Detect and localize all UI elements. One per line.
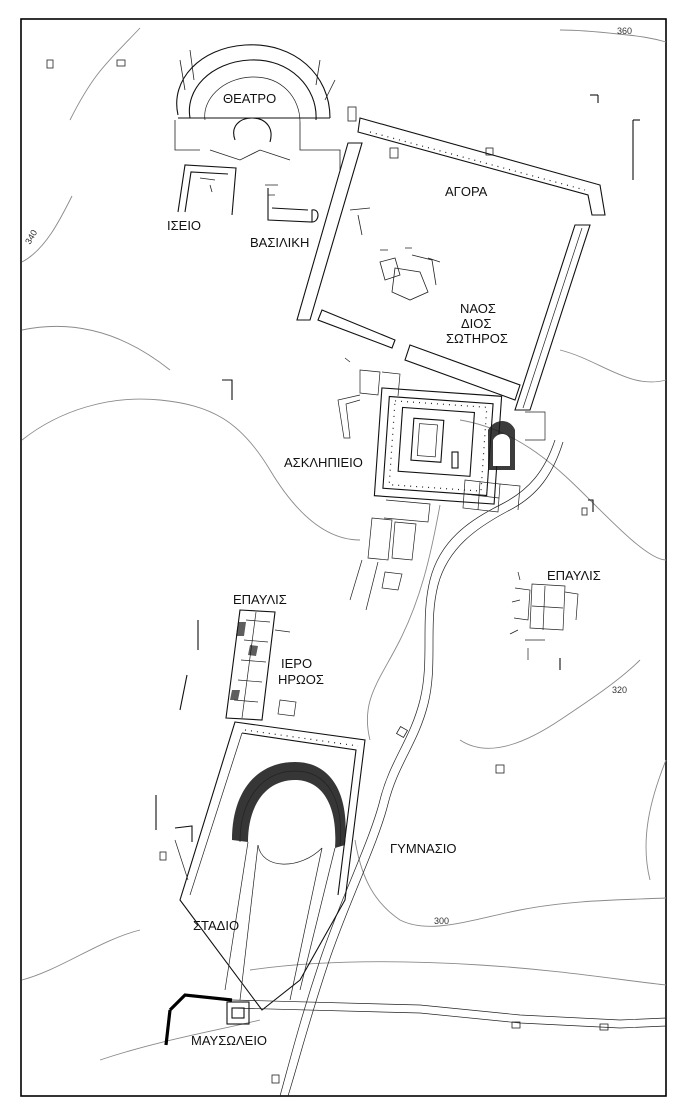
label-stadium: ΣΤΑΔΙΟ	[193, 918, 239, 933]
theatre-structure	[174, 44, 341, 170]
scattered-remains-west	[155, 357, 561, 881]
scattered-remains-north	[46, 59, 640, 180]
label-temple-line3: ΣΩΤΗΡΟΣ	[446, 331, 508, 346]
villa-west-structure	[225, 609, 297, 721]
walls-south	[164, 993, 667, 1084]
contour-label-360: 360	[617, 26, 632, 36]
asklepieion-complex	[337, 369, 594, 523]
label-villa-west: ΕΠΑΥΛΙΣ	[233, 592, 287, 607]
iseion-structure	[177, 164, 237, 216]
label-heroon-line2: ΗΡΩΟΣ	[278, 672, 324, 687]
contour-label-340: 340	[23, 228, 39, 246]
label-temple-line2: ΔΙΟΣ	[461, 316, 491, 331]
label-theatre: ΘΕΑΤΡΟ	[223, 91, 276, 106]
label-iseion: ΙΣΕΙΟ	[167, 218, 201, 233]
label-heroon-line1: ΙΕΡΟ	[281, 656, 312, 671]
rooms-south-asklepieion	[349, 517, 417, 611]
label-agora: ΑΓΟΡΑ	[445, 184, 488, 199]
ancient-road	[279, 439, 564, 1097]
stadium-structure	[179, 721, 366, 1011]
contour-label-320: 320	[612, 685, 627, 695]
contour-label-300: 300	[434, 916, 449, 926]
label-temple-line1: ΝΑΟΣ	[460, 301, 496, 316]
basilica-structure	[265, 184, 319, 223]
label-basilica: ΒΑΣΙΛΙΚΗ	[250, 235, 309, 250]
label-villa-east: ΕΠΑΥΛΙΣ	[547, 568, 601, 583]
label-mausoleum: ΜΑΥΣΩΛΕΙΟ	[191, 1033, 267, 1048]
villa-east-structure	[509, 571, 579, 660]
map-border	[20, 18, 667, 1097]
agora-complex	[296, 117, 606, 411]
temple-zeus-ruins	[349, 207, 441, 301]
label-gymnasium: ΓΥΜΝΑΣΙΟ	[390, 841, 456, 856]
label-asklepieion: ΑΣΚΛΗΠΙΕΙΟ	[284, 455, 363, 470]
contour-lines	[21, 27, 667, 1061]
